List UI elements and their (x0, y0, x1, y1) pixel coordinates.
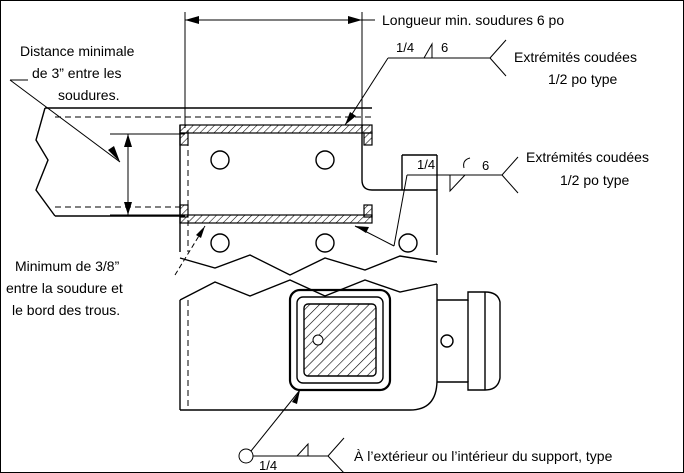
min-distance-leader (9, 79, 185, 216)
min-length-label: Longueur min. soudures 6 po (382, 12, 564, 28)
hole (210, 150, 230, 170)
min-38-leader (174, 225, 206, 276)
square-tube (288, 288, 392, 392)
top-weld (179, 124, 373, 146)
weld-mid-length: 6 (482, 158, 489, 173)
weld-top-note-line1: Extrémités coudées (514, 49, 637, 65)
min-distance-line2: de 3” entre les (32, 65, 122, 81)
length-dimension (184, 12, 375, 128)
left-bar (35, 107, 372, 217)
weld-symbol-bottom (238, 389, 345, 473)
min-38-line1: Minimum de 3/8” (15, 258, 120, 274)
min-38-line2: entre la soudure et (6, 280, 123, 296)
support-plate (179, 125, 438, 255)
weld-mid-note-line1: Extrémités coudées (526, 149, 649, 165)
side-fitting (437, 291, 501, 391)
weld-top-size: 1/4 (396, 40, 414, 55)
hole (315, 150, 335, 170)
weld-top-length: 6 (441, 40, 448, 55)
hole (210, 233, 230, 253)
bottom-note: À l’extérieur ou l’intérieur du support,… (354, 448, 613, 464)
weld-symbol-top (344, 39, 507, 126)
min-distance-line1: Distance minimale (20, 43, 135, 59)
weld-mid-note-line2: 1/2 po type (560, 172, 629, 188)
hole (398, 233, 418, 253)
weld-top-note-line2: 1/2 po type (548, 71, 617, 87)
weld-mid-size: 1/4 (417, 157, 435, 172)
break-lines (179, 254, 438, 301)
min-38-line3: le bord des trous. (12, 302, 120, 318)
bottom-weld (179, 204, 373, 224)
weld-symbol-mid (354, 156, 519, 247)
min-distance-line3: soudures. (58, 87, 119, 103)
weld-bottom-size: 1/4 (259, 458, 277, 473)
hole (315, 233, 335, 253)
